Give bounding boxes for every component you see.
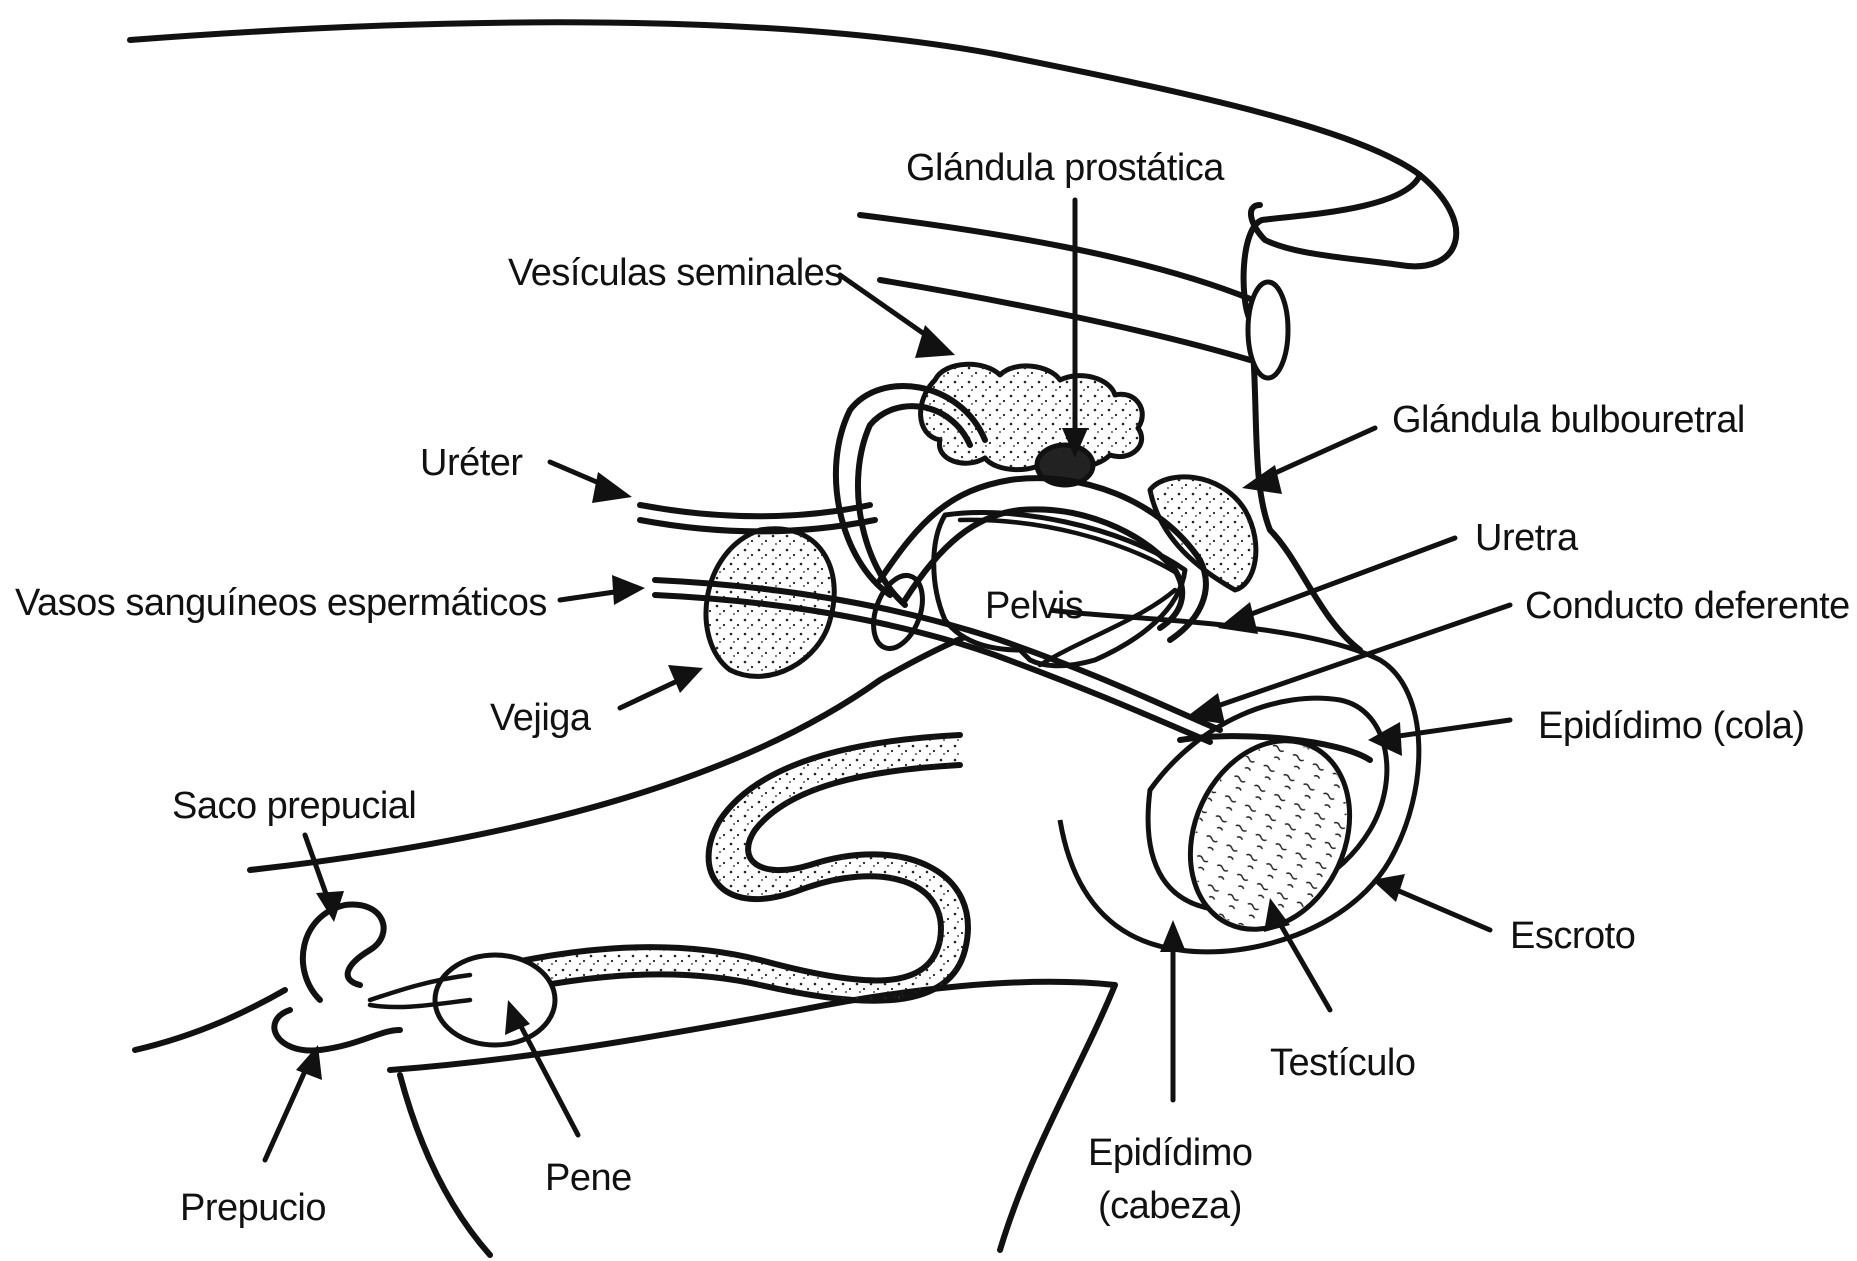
penis-fill [460, 735, 968, 1001]
label-vasos-sanguineos: Vasos sanguíneos espermáticos [15, 582, 547, 624]
arrowhead-vessels [612, 575, 645, 605]
label-prepucio: Prepucio [180, 1187, 326, 1229]
label-pene: Pene [545, 1157, 632, 1199]
arrowhead-urethra [1218, 602, 1258, 634]
arrow-urethra [1230, 538, 1455, 622]
anus-ring [1248, 282, 1288, 378]
label-vesiculas-seminales: Vesículas seminales [508, 252, 843, 294]
label-pelvis: Pelvis [985, 585, 1083, 627]
label-ureter: Uréter [420, 442, 523, 484]
label-testiculo: Testículo [1270, 1042, 1415, 1084]
label-conducto-deferente: Conducto deferente [1525, 585, 1850, 627]
arrow-pene [515, 1015, 578, 1135]
label-epididimo-cabeza-2: (cabeza) [1098, 1185, 1242, 1227]
arrow-epididymis-tail [1385, 720, 1510, 738]
arrowhead-ureter [592, 472, 632, 503]
prepuce-lower [274, 1010, 400, 1050]
arrow-escroto [1385, 885, 1490, 930]
label-epididimo-cola: Epidídimo (cola) [1538, 705, 1805, 747]
arrowhead-bulbourethral [1242, 465, 1282, 494]
arrow-prepucio [265, 1060, 310, 1160]
label-epididimo-cabeza-1: Epidídimo [1088, 1132, 1252, 1174]
label-vejiga: Vejiga [490, 697, 592, 739]
label-glandula-prostatica: Glándula prostática [906, 147, 1225, 189]
arrowhead-bladder [668, 665, 703, 693]
label-escroto: Escroto [1510, 915, 1635, 957]
labels: Glándula prostática Vesículas seminales … [15, 147, 1850, 1229]
preputial-sac-loop [303, 905, 384, 1000]
label-glandula-bulbouretral: Glándula bulbouretral [1392, 399, 1745, 441]
foot-line [860, 215, 1265, 305]
ureter-upper [640, 505, 870, 516]
seminal-vesicles-fill [921, 364, 1143, 469]
belly-lower-line [135, 990, 285, 1050]
back-line [130, 22, 1456, 266]
arrow-testiculo [1275, 915, 1330, 1010]
label-uretra: Uretra [1475, 517, 1579, 559]
fore-leg-line [400, 1075, 490, 1255]
arrowhead-epididymis-head [1160, 920, 1186, 952]
label-saco-prepucial: Saco prepucial [172, 785, 416, 827]
